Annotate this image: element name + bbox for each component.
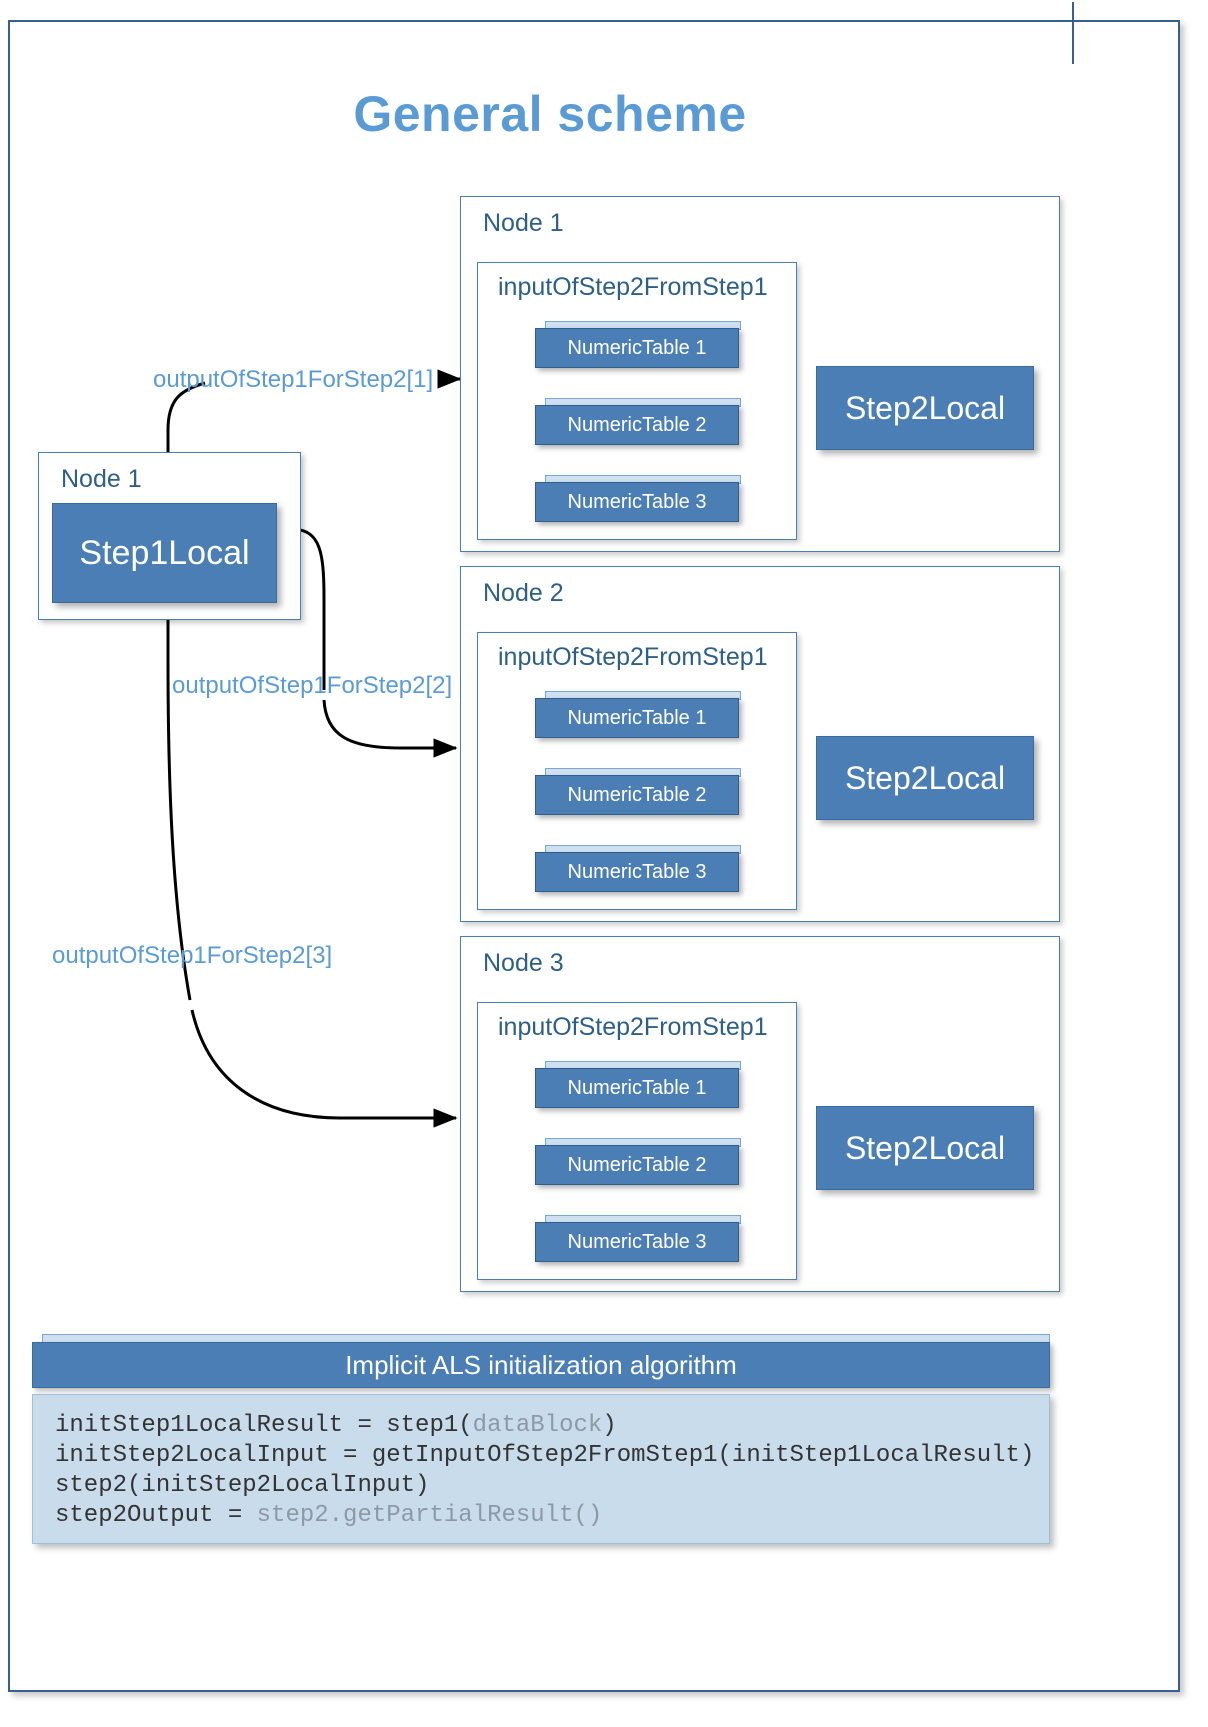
code-text: initStep1LocalResult = step1( xyxy=(55,1412,473,1439)
numerictable-label: NumericTable 3 xyxy=(535,482,739,522)
edge-label-3: outputOfStep1ForStep2[3] xyxy=(52,942,333,969)
code-line-1: initStep1LocalResult = step1(dataBlock) xyxy=(55,1411,1049,1441)
input-box-node-3-label: inputOfStep2FromStep1 xyxy=(498,1013,768,1041)
algorithm-code-panel: Implicit ALS initialization algorithm in… xyxy=(32,1334,1052,1554)
node-2-label: Node 2 xyxy=(483,579,564,607)
code-text-tail: ) xyxy=(602,1412,617,1439)
input-box-node-1-label: inputOfStep2FromStep1 xyxy=(498,273,768,301)
edge-label-2: outputOfStep1ForStep2[2] xyxy=(172,672,453,699)
code-text-dim: dataBlock xyxy=(472,1412,603,1439)
numerictable-2-node-3[interactable]: NumericTable 2 xyxy=(535,1138,741,1186)
step2local-box-node-2[interactable]: Step2Local xyxy=(816,736,1034,820)
step2local-box-node-1[interactable]: Step2Local xyxy=(816,366,1034,450)
numerictable-1-node-3[interactable]: NumericTable 1 xyxy=(535,1061,741,1109)
node-left-label: Node 1 xyxy=(61,465,142,493)
frame-corner-tick xyxy=(1072,2,1074,64)
code-text: step2Output = xyxy=(55,1502,257,1529)
code-text: initStep2LocalInput = getInputOfStep2Fro… xyxy=(55,1442,1035,1469)
numerictable-label: NumericTable 1 xyxy=(535,328,739,368)
numerictable-label: NumericTable 3 xyxy=(535,1222,739,1262)
code-text-dim: step2.getPartialResult() xyxy=(256,1502,603,1529)
input-box-node-2-label: inputOfStep2FromStep1 xyxy=(498,643,768,671)
numerictable-1-node-2[interactable]: NumericTable 1 xyxy=(535,691,741,739)
code-line-4: step2Output = step2.getPartialResult() xyxy=(55,1501,1049,1531)
code-text: step2(initStep2LocalInput) xyxy=(55,1472,430,1499)
numerictable-label: NumericTable 3 xyxy=(535,852,739,892)
step2local-box-node-3[interactable]: Step2Local xyxy=(816,1106,1034,1190)
numerictable-3-node-2[interactable]: NumericTable 3 xyxy=(535,845,741,893)
code-line-2: initStep2LocalInput = getInputOfStep2Fro… xyxy=(55,1441,1049,1471)
input-box-node-1: inputOfStep2FromStep1 xyxy=(477,262,797,540)
code-panel-header: Implicit ALS initialization algorithm xyxy=(32,1342,1050,1388)
edge-label-1: outputOfStep1ForStep2[1] xyxy=(153,366,434,393)
numerictable-2-node-1[interactable]: NumericTable 2 xyxy=(535,398,741,446)
numerictable-2-node-2[interactable]: NumericTable 2 xyxy=(535,768,741,816)
numerictable-3-node-1[interactable]: NumericTable 3 xyxy=(535,475,741,523)
step1local-box[interactable]: Step1Local xyxy=(52,503,277,603)
node-3-label: Node 3 xyxy=(483,949,564,977)
numerictable-label: NumericTable 2 xyxy=(535,775,739,815)
code-panel-body: initStep1LocalResult = step1(dataBlock) … xyxy=(32,1394,1050,1544)
numerictable-label: NumericTable 1 xyxy=(535,1068,739,1108)
node-left-container: Node 1 Step1Local xyxy=(38,452,301,620)
code-line-3: step2(initStep2LocalInput) xyxy=(55,1471,1049,1501)
numerictable-label: NumericTable 2 xyxy=(535,405,739,445)
numerictable-label: NumericTable 2 xyxy=(535,1145,739,1185)
node-1-label: Node 1 xyxy=(483,209,564,237)
numerictable-label: NumericTable 1 xyxy=(535,698,739,738)
numerictable-3-node-3[interactable]: NumericTable 3 xyxy=(535,1215,741,1263)
page-title: General scheme xyxy=(353,86,747,142)
numerictable-1-node-1[interactable]: NumericTable 1 xyxy=(535,321,741,369)
